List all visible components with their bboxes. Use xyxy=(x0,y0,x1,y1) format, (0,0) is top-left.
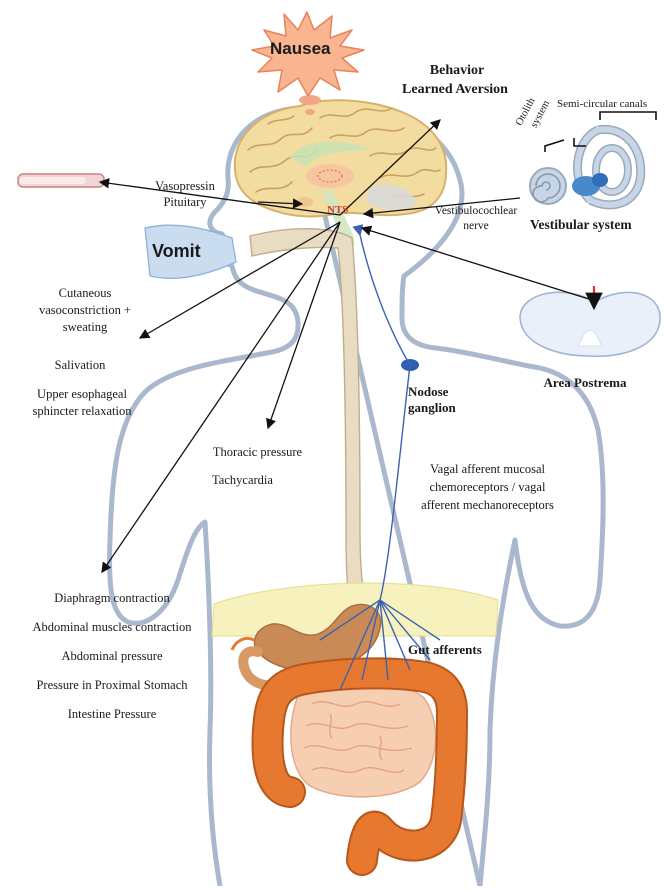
nausea-label: Nausea xyxy=(270,38,330,60)
pituitary-label: Pituitary xyxy=(150,194,220,210)
intestine-pressure-label: Intestine Pressure xyxy=(12,706,212,722)
nausea-dot-small xyxy=(305,109,315,115)
cutaneous-label-line1: Cutaneous xyxy=(20,285,150,301)
thalamus xyxy=(306,164,354,188)
abdominal-pressure-label: Abdominal pressure xyxy=(12,648,212,664)
thoracic-pressure-label: Thoracic pressure xyxy=(200,444,315,460)
salivation-label: Salivation xyxy=(20,357,140,373)
pituitary-gland xyxy=(297,197,313,207)
area-postrema-label: Area Postrema xyxy=(530,375,640,392)
vestibulocochlear-label: Vestibulocochlear xyxy=(422,204,530,219)
nodose-label-line1: Nodose xyxy=(408,384,448,401)
tube-inner xyxy=(20,177,86,184)
vasopressin-label: Vasopressin xyxy=(150,178,220,194)
semicircular-bracket xyxy=(600,112,656,120)
diaphragm-contraction-label: Diaphragm contraction xyxy=(12,590,212,606)
upper-esophageal-label-line2: sphincter relaxation xyxy=(12,403,152,419)
vomit-label: Vomit xyxy=(152,240,201,263)
nausea-dot xyxy=(299,95,321,105)
otolith-bracket-2 xyxy=(545,140,564,152)
cutaneous-label-line3: sweating xyxy=(20,319,150,335)
vagal-afferent-label-line2: chemoreceptors / vagal xyxy=(400,479,575,495)
semicircular-canals-label: Semi-circular canals xyxy=(557,97,647,111)
cutaneous-label-line2: vasoconstriction + xyxy=(20,302,150,318)
gut-afferents-label: Gut afferents xyxy=(408,642,482,659)
nts-label: NTS xyxy=(327,203,348,217)
vestibular-system-label: Vestibular system xyxy=(530,216,632,234)
behavior-label: Behavior xyxy=(402,62,512,80)
vagal-afferent-label-line1: Vagal afferent mucosal xyxy=(400,461,575,477)
vagal-afferent-label-line3: afferent mechanoreceptors xyxy=(400,497,575,513)
learned-aversion-label: Learned Aversion xyxy=(380,81,530,99)
vestibular-system xyxy=(530,129,641,204)
vestibulocochlear-nerve-label: nerve xyxy=(422,219,530,234)
tachycardia-label: Tachycardia xyxy=(200,472,285,488)
area-postrema-shape xyxy=(520,292,660,356)
small-intestine xyxy=(291,679,436,797)
nodose-label-line2: ganglion xyxy=(408,400,456,417)
abdominal-muscles-label: Abdominal muscles contraction xyxy=(12,619,212,635)
proximal-stomach-label: Pressure in Proximal Stomach xyxy=(12,677,212,693)
upper-esophageal-label-line1: Upper esophageal xyxy=(12,386,152,402)
